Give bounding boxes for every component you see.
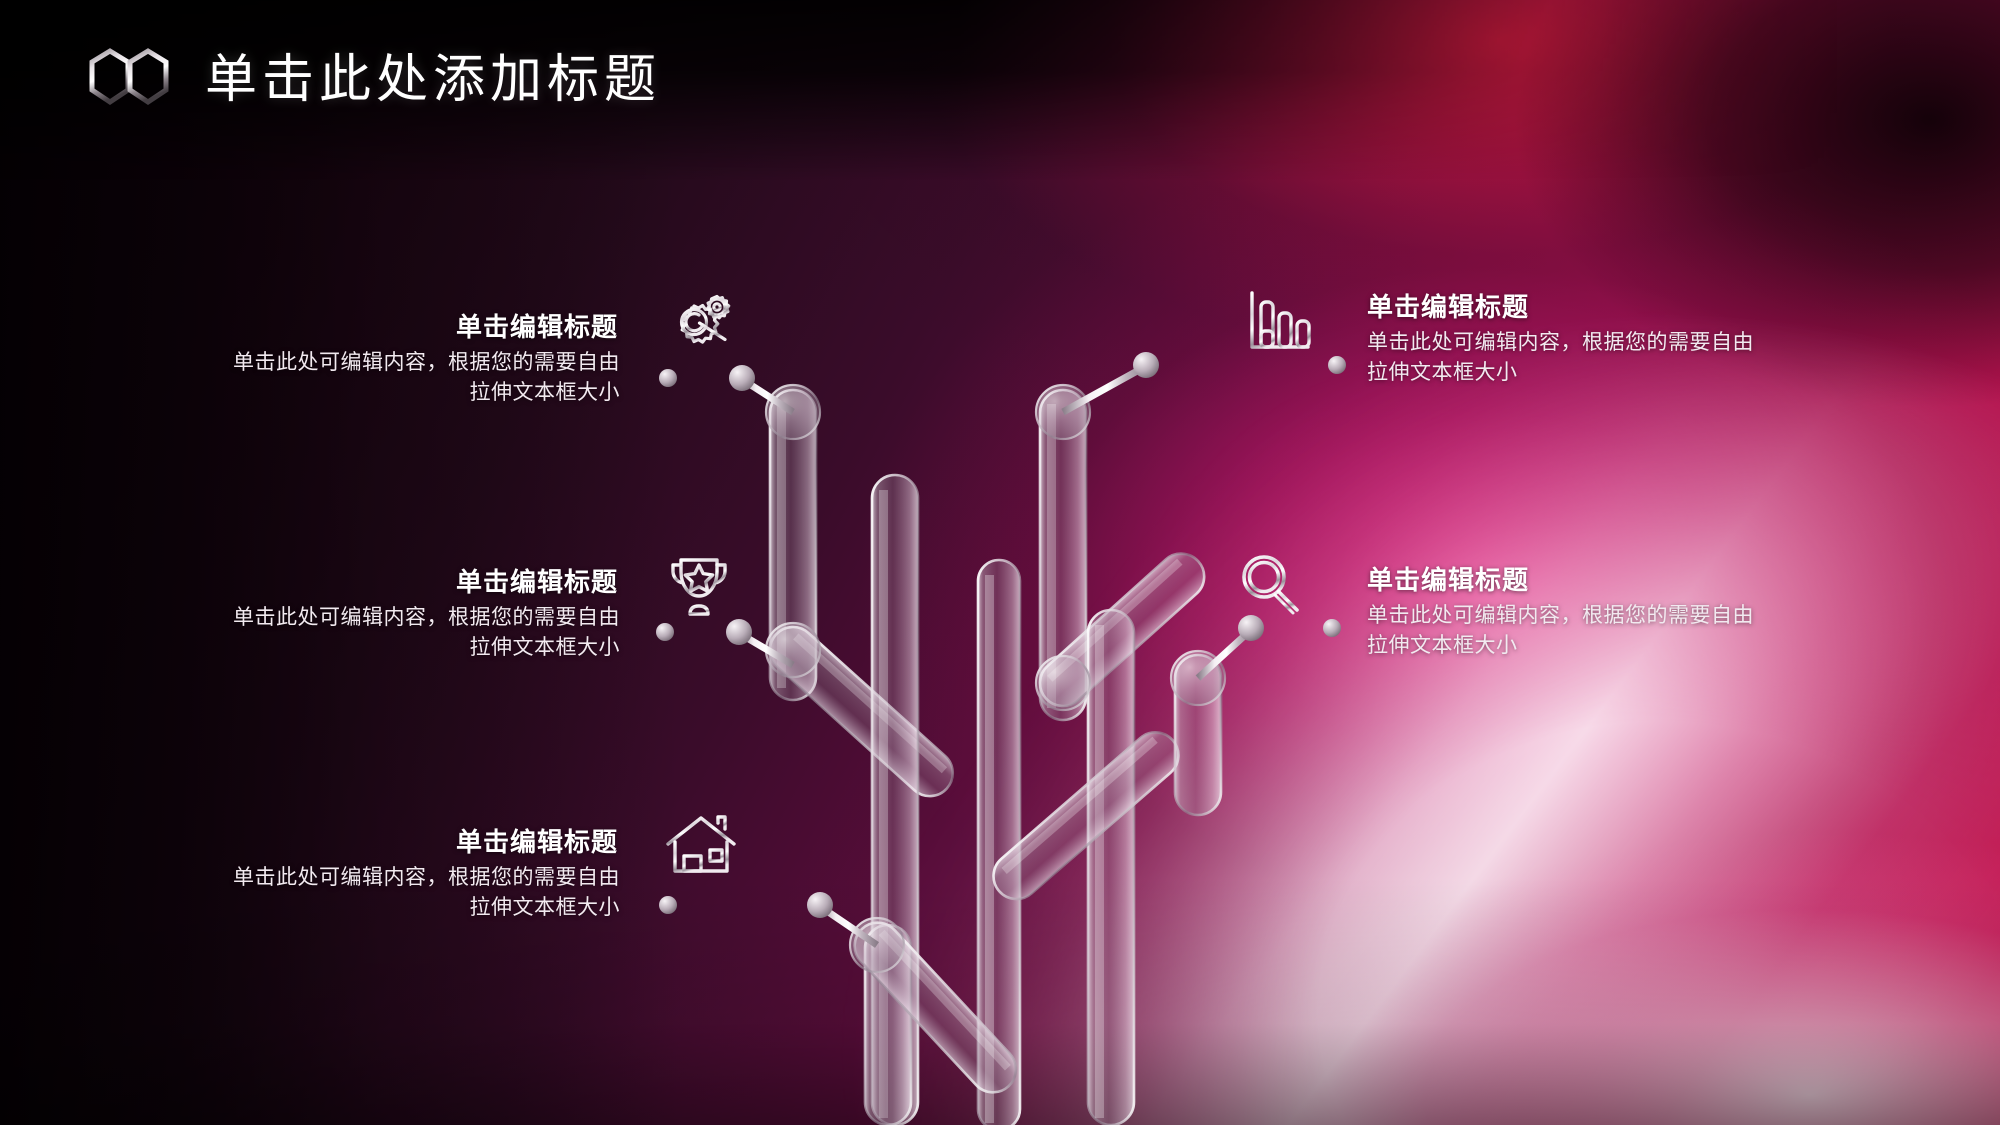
text-block-magnifier[interactable]: 单击编辑标题 单击此处可编辑内容，根据您的需要自由拉伸文本框大小 bbox=[1367, 563, 1767, 661]
page-title[interactable]: 单击此处添加标题 bbox=[205, 51, 662, 109]
branch-mid-right-diagonal bbox=[992, 731, 1180, 901]
connector-bar-chart bbox=[1061, 352, 1346, 416]
block-heading[interactable]: 单击编辑标题 bbox=[455, 567, 618, 597]
block-body[interactable]: 单击此处可编辑内容，根据您的需要自由拉伸文本框大小 bbox=[1367, 331, 1754, 384]
connector-lines bbox=[656, 352, 1346, 948]
connector-house bbox=[659, 892, 879, 948]
slide-header: 单击此处添加标题 bbox=[0, 0, 1200, 150]
block-body[interactable]: 单击此处可编辑内容，根据您的需要自由拉伸文本框大小 bbox=[1367, 604, 1754, 657]
block-heading[interactable]: 单击编辑标题 bbox=[455, 827, 618, 857]
house-icon[interactable] bbox=[662, 806, 740, 884]
block-body[interactable]: 单击此处可编辑内容，根据您的需要自由拉伸文本框大小 bbox=[233, 351, 620, 404]
magnifier-icon[interactable] bbox=[1231, 546, 1309, 624]
text-block-house[interactable]: 单击编辑标题 单击此处可编辑内容，根据您的需要自由拉伸文本框大小 bbox=[220, 825, 620, 923]
bar-chart-icon[interactable] bbox=[1240, 283, 1318, 361]
text-block-trophy[interactable]: 单击编辑标题 单击此处可编辑内容，根据您的需要自由拉伸文本框大小 bbox=[220, 565, 620, 663]
block-heading[interactable]: 单击编辑标题 bbox=[1367, 565, 1530, 595]
block-body[interactable]: 单击此处可编辑内容，根据您的需要自由拉伸文本框大小 bbox=[233, 606, 620, 659]
connector-gear bbox=[659, 365, 795, 415]
block-heading[interactable]: 单击编辑标题 bbox=[455, 312, 618, 342]
connector-magnifier bbox=[1195, 615, 1341, 681]
branch-inner-right-vertical bbox=[1086, 608, 1136, 1125]
connector-trophy bbox=[656, 619, 795, 669]
trophy-icon[interactable] bbox=[660, 548, 738, 626]
tree-branches bbox=[764, 383, 1227, 1125]
block-heading[interactable]: 单击编辑标题 bbox=[1367, 292, 1530, 322]
gear-wrench-icon[interactable] bbox=[661, 288, 739, 366]
hexagon-pair-logo-icon bbox=[89, 48, 169, 106]
text-block-gear[interactable]: 单击编辑标题 单击此处可编辑内容，根据您的需要自由拉伸文本框大小 bbox=[220, 310, 620, 408]
block-body[interactable]: 单击此处可编辑内容，根据您的需要自由拉伸文本框大小 bbox=[233, 866, 620, 919]
text-block-bar-chart[interactable]: 单击编辑标题 单击此处可编辑内容，根据您的需要自由拉伸文本框大小 bbox=[1367, 290, 1767, 388]
